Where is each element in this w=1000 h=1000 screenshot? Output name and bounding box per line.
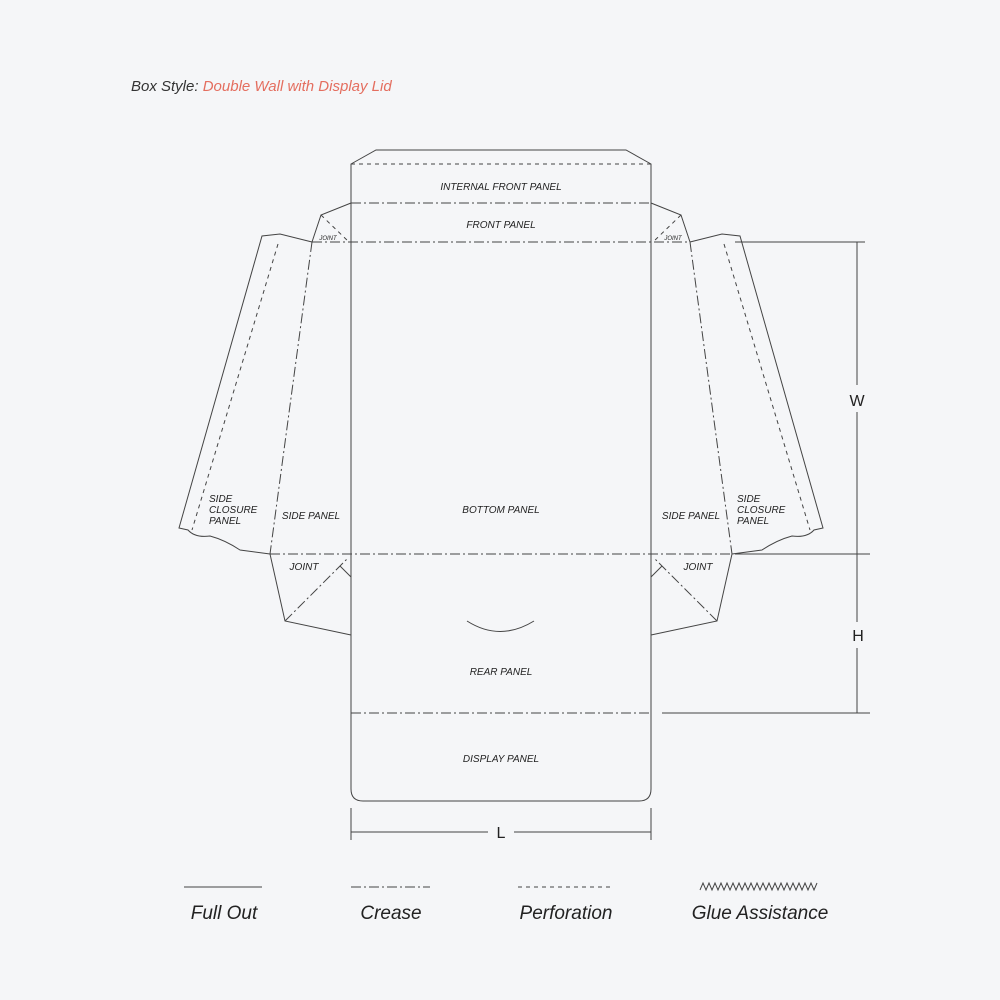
joint-lower-right-label: JOINT [683,562,714,573]
box-style-label: Box Style: [131,78,199,95]
dimension-l: L [497,825,506,842]
rear-panel-label: REAR PANEL [470,667,533,678]
right-flaps [650,202,824,636]
closure-right-2: CLOSURE [737,505,786,516]
thumb-cut [466,620,535,632]
closure-right-1: SIDE [737,494,761,505]
joint-upper-right-label: JOINT [663,236,683,242]
left-flaps [178,202,352,636]
side-panel-left-label: SIDE PANEL [282,511,340,522]
bottom-panel-label: BOTTOM PANEL [462,505,539,516]
closure-left-3: PANEL [209,516,241,527]
legend-perforation-label: Perforation [520,903,613,924]
legend-glue-line [699,881,818,892]
box-style-title: Box Style: Double Wall with Display Lid [131,78,392,95]
dimension-lines [350,241,870,840]
joint-upper-left-label: JOINT [318,236,338,242]
legend-glue-label: Glue Assistance [692,903,829,924]
closure-left-1: SIDE [209,494,233,505]
closure-right-3: PANEL [737,516,769,527]
joint-lower-left-label: JOINT [289,562,320,573]
box-style-value: Double Wall with Display Lid [202,78,392,95]
front-panel-label: FRONT PANEL [466,220,535,231]
main-outline [350,149,652,802]
closure-left-2: CLOSURE [209,505,258,516]
internal-front-panel-label: INTERNAL FRONT PANEL [440,182,561,193]
display-panel-label: DISPLAY PANEL [463,754,539,765]
dimension-w: W [849,393,865,410]
side-panel-right-label: SIDE PANEL [662,511,720,522]
dimension-h: H [852,628,864,645]
legend-full-out-label: Full Out [191,903,258,924]
legend-crease-label: Crease [360,903,421,924]
